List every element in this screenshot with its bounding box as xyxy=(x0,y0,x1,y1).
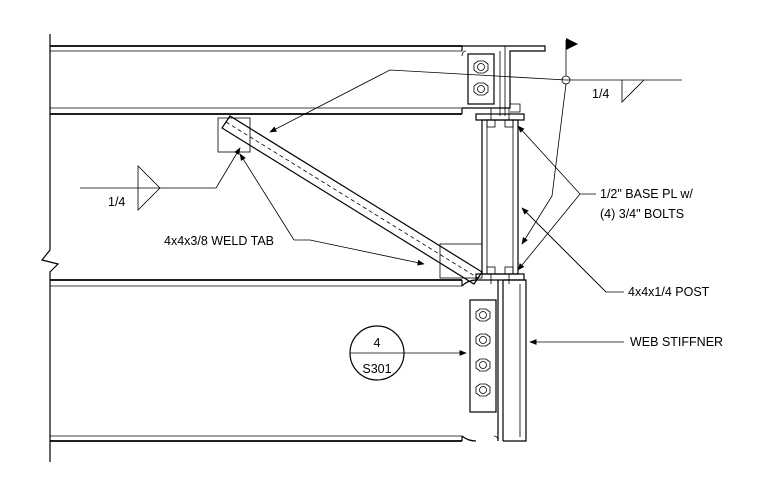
diagonal-weld-tab xyxy=(217,115,483,285)
section-callout-bubble: 4 S301 xyxy=(349,325,467,381)
post-tube xyxy=(475,108,525,284)
bolt-top-2 xyxy=(473,82,489,96)
web-stiffener-callout: WEB STIFFNER xyxy=(529,335,723,349)
top-clip-plate xyxy=(467,53,495,105)
bolt-top-1 xyxy=(473,60,489,74)
base-plate-label-line2: (4) 3/4" BOLTS xyxy=(600,207,684,221)
bolt-bottom-3 xyxy=(475,358,491,372)
weld-symbol-left: 1/4 xyxy=(80,147,241,211)
base-plate-bolt-tr xyxy=(504,119,514,128)
weld-tab-callout: 4x4x3/8 WELD TAB xyxy=(164,153,425,266)
base-plate-label-line1: 1/2" BASE PL w/ xyxy=(600,187,693,201)
base-plate-callout: 1/2" BASE PL w/ (4) 3/4" BOLTS xyxy=(517,125,693,271)
field-weld-flag-icon xyxy=(566,38,578,50)
base-plate-bolt-br xyxy=(504,266,514,275)
left-break-line xyxy=(40,34,60,462)
weld-size-top: 1/4 xyxy=(592,87,609,101)
bolt-bottom-2 xyxy=(475,333,491,347)
post-label: 4x4x1/4 POST xyxy=(628,285,710,299)
bolt-bottom-4 xyxy=(475,383,491,397)
top-beam xyxy=(50,45,546,116)
web-stiffener-label: WEB STIFFNER xyxy=(630,335,723,349)
section-sheet: S301 xyxy=(362,362,391,376)
post-callout: 4x4x1/4 POST xyxy=(521,207,710,299)
base-plate-bolt-bl xyxy=(486,266,496,275)
weld-tab-label: 4x4x3/8 WELD TAB xyxy=(164,234,274,248)
bolt-bottom-1 xyxy=(475,308,491,322)
weld-symbol-top: 1/4 xyxy=(269,38,682,245)
bottom-clip-plate xyxy=(469,299,497,413)
section-number: 4 xyxy=(374,336,381,350)
weld-size-left: 1/4 xyxy=(108,195,125,209)
bottom-beam xyxy=(50,279,527,442)
base-plate-bolt-tl xyxy=(486,119,496,128)
